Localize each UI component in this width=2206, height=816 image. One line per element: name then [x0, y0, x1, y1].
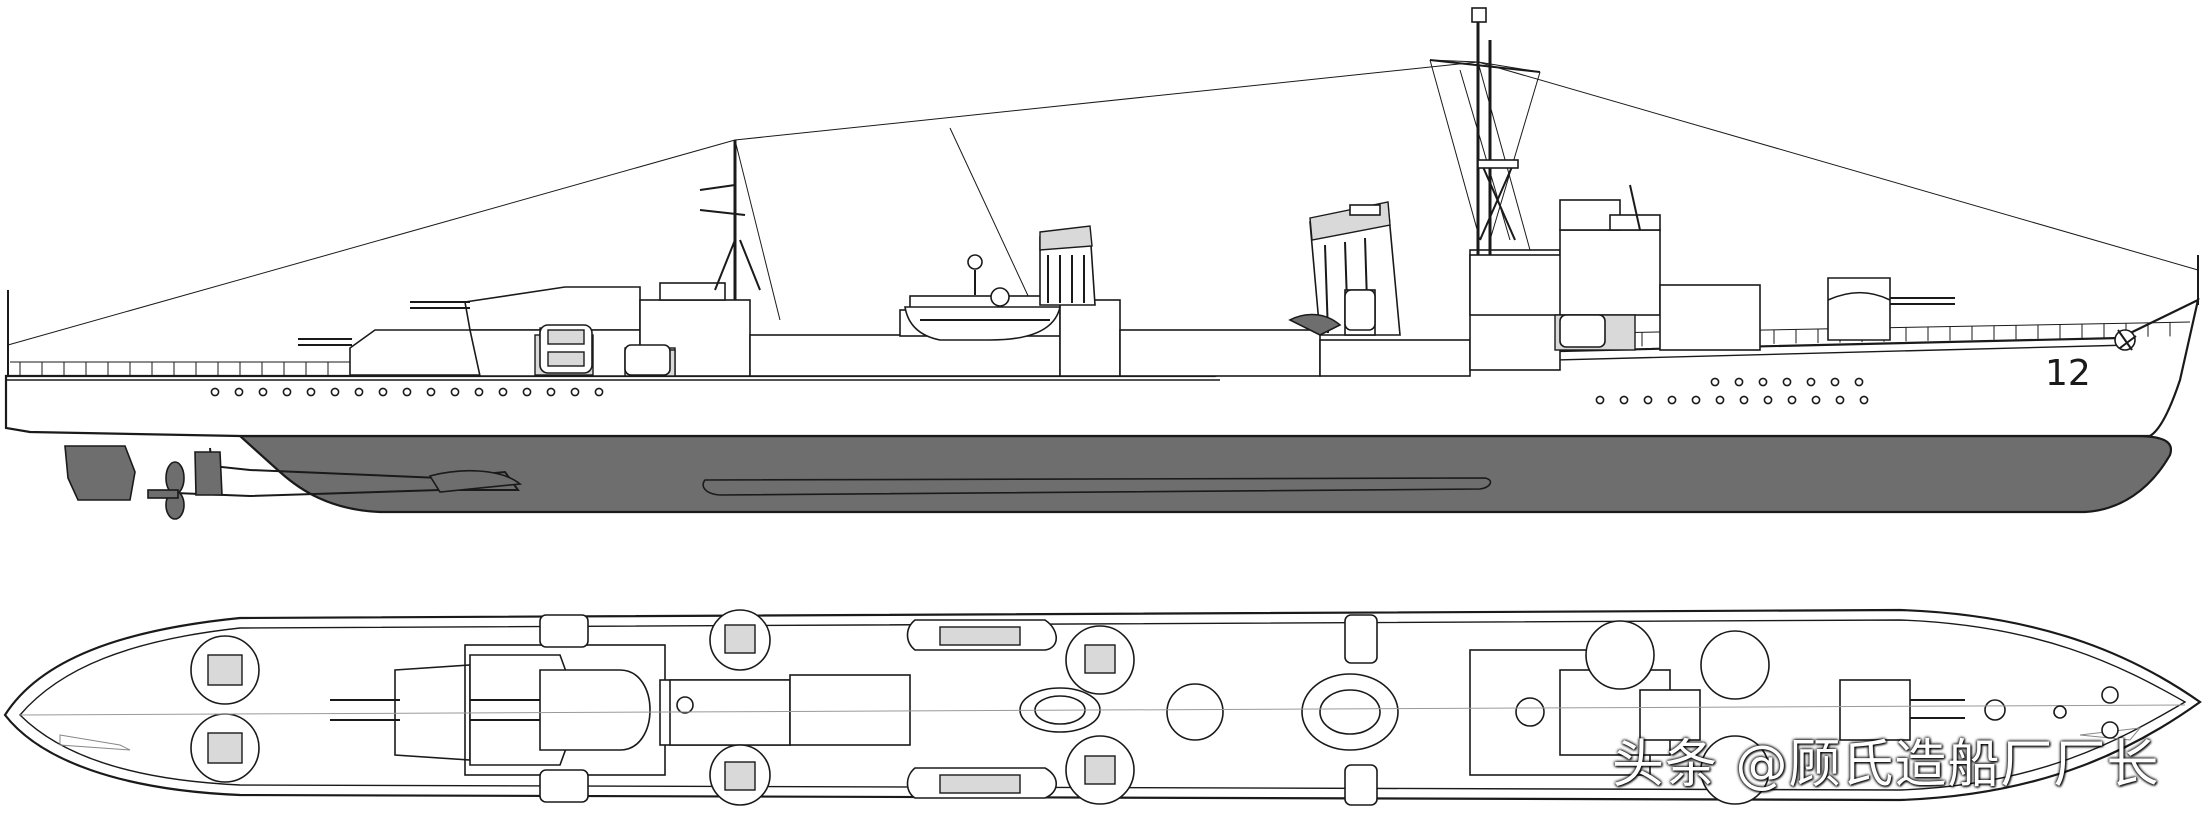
porthole — [1782, 377, 1792, 387]
porthole — [594, 387, 604, 397]
porthole — [402, 387, 412, 397]
rigging-wires — [7, 59, 2199, 346]
porthole — [1619, 395, 1629, 405]
bow-fittings — [2053, 686, 2119, 739]
porthole — [1811, 395, 1821, 405]
porthole — [1739, 395, 1749, 405]
porthole — [378, 387, 388, 397]
porthole — [1595, 395, 1605, 405]
boats-plan — [906, 619, 1058, 799]
porthole — [1806, 377, 1816, 387]
porthole — [1859, 395, 1869, 405]
carley-floats — [539, 289, 1606, 376]
watermark: 头条 @顾氏造船厂厂长 — [1612, 735, 2160, 795]
porthole — [354, 387, 364, 397]
aft-deckhouse-plan — [659, 674, 911, 746]
bridge-structure — [1429, 7, 1761, 371]
porthole — [570, 387, 580, 397]
portholes — [210, 377, 1869, 405]
porthole — [546, 387, 556, 397]
porthole — [1710, 377, 1720, 387]
porthole — [1758, 377, 1768, 387]
porthole — [1830, 377, 1840, 387]
underwater-hull — [237, 434, 2173, 514]
porthole — [306, 387, 316, 397]
porthole — [234, 387, 244, 397]
porthole — [474, 387, 484, 397]
midship-gun-mounts — [709, 609, 1135, 806]
bilge-keel — [702, 477, 1492, 496]
forward-gun-mount-plan — [1585, 620, 2006, 805]
forward-gun-mount — [1827, 277, 1955, 341]
porthole — [210, 387, 220, 397]
aft-turrets — [330, 644, 666, 776]
porthole — [498, 387, 508, 397]
ship-boat-aft — [904, 254, 1061, 341]
hull-number: 12 — [2045, 353, 2091, 394]
porthole — [1835, 395, 1845, 405]
anchor-icon — [2114, 329, 2137, 351]
aft-funnel — [1039, 225, 1096, 306]
centerline — [19, 704, 2186, 716]
porthole — [1763, 395, 1773, 405]
porthole — [1667, 395, 1677, 405]
porthole — [522, 387, 532, 397]
porthole — [330, 387, 340, 397]
top-plan-view — [3, 608, 2202, 806]
porthole — [1734, 377, 1744, 387]
porthole — [450, 387, 460, 397]
porthole — [1691, 395, 1701, 405]
porthole — [1787, 395, 1797, 405]
porthole — [1854, 377, 1864, 387]
porthole — [1715, 395, 1725, 405]
porthole — [1643, 395, 1653, 405]
porthole — [258, 387, 268, 397]
rudder-and-propeller — [64, 445, 523, 520]
porthole — [426, 387, 436, 397]
carley-floats-plan — [539, 614, 1378, 806]
porthole — [282, 387, 292, 397]
side-profile-view: 12 — [4, 7, 2200, 520]
stern-gun-mounts — [190, 635, 260, 783]
